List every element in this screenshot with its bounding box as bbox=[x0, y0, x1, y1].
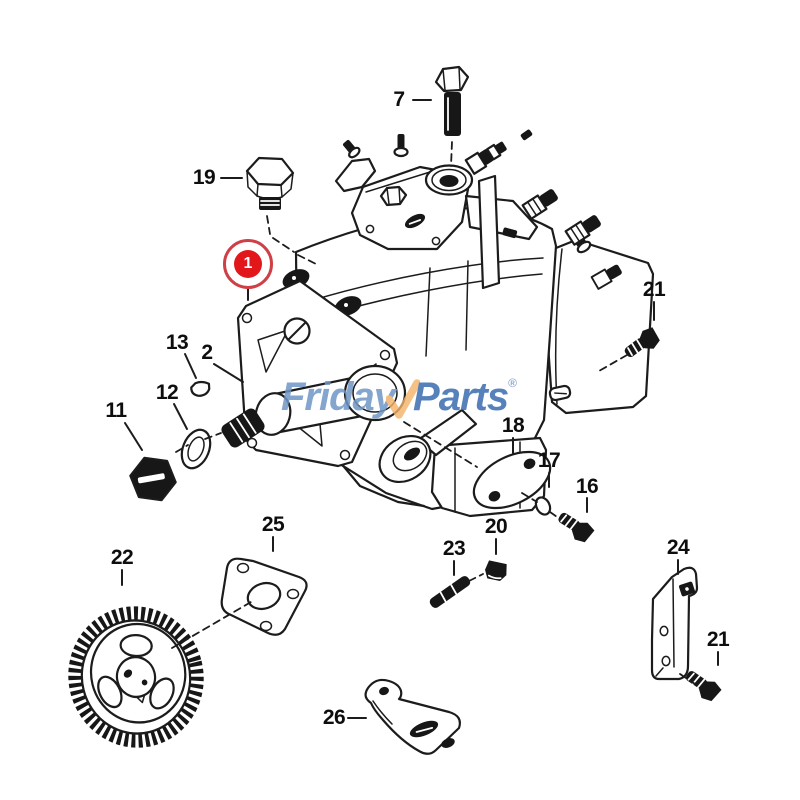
callout-7: 7 bbox=[393, 88, 405, 111]
callout-12: 12 bbox=[155, 381, 179, 404]
part-22-timing-gear bbox=[68, 606, 204, 748]
part-21-bolt-upper bbox=[624, 327, 660, 358]
callout-11: 11 bbox=[105, 399, 127, 422]
part-21-bolt-lower bbox=[685, 671, 722, 702]
part-24-bracket bbox=[650, 566, 699, 681]
callout-16: 16 bbox=[575, 475, 599, 498]
part-7-hex-bolt bbox=[434, 65, 470, 136]
highlight-number: 1 bbox=[234, 250, 262, 278]
callout-26: 26 bbox=[322, 706, 346, 729]
callout-18: 18 bbox=[501, 414, 525, 437]
callout-21-upper: 21 bbox=[642, 278, 666, 301]
part-23-stud bbox=[429, 576, 471, 608]
part-18-cover-plate bbox=[472, 450, 552, 510]
pump-fuel-fittings bbox=[464, 129, 622, 290]
callout-2: 2 bbox=[201, 341, 213, 364]
pump-side-fitting bbox=[378, 408, 478, 484]
assembly-dashed-lines bbox=[171, 141, 696, 685]
part-12-washer bbox=[180, 428, 212, 470]
part-20-nut bbox=[485, 560, 507, 582]
callout-19: 19 bbox=[192, 166, 216, 189]
callout-24: 24 bbox=[666, 536, 690, 559]
part-13-key bbox=[190, 380, 211, 397]
callout-21-lower: 21 bbox=[706, 628, 730, 651]
pump-top-port bbox=[424, 164, 474, 196]
part-25-gasket bbox=[220, 557, 308, 636]
callout-13: 13 bbox=[165, 331, 189, 354]
part-17-washer bbox=[534, 496, 552, 516]
highlight-circle-part-1: 1 bbox=[223, 239, 273, 289]
part-16-bolt bbox=[558, 512, 595, 543]
callout-20: 20 bbox=[484, 515, 508, 538]
part-26-bracket bbox=[364, 678, 461, 755]
callout-22: 22 bbox=[110, 546, 134, 569]
pump-rear-flange-plate bbox=[545, 231, 655, 415]
callout-leader-lines bbox=[121, 99, 719, 719]
callout-25: 25 bbox=[261, 513, 285, 536]
pump-center-strap bbox=[477, 174, 518, 290]
part-11-hex-nut bbox=[129, 456, 177, 502]
callout-23: 23 bbox=[442, 537, 466, 560]
callout-17: 17 bbox=[537, 449, 561, 472]
part-19-hex-plug bbox=[245, 156, 295, 210]
